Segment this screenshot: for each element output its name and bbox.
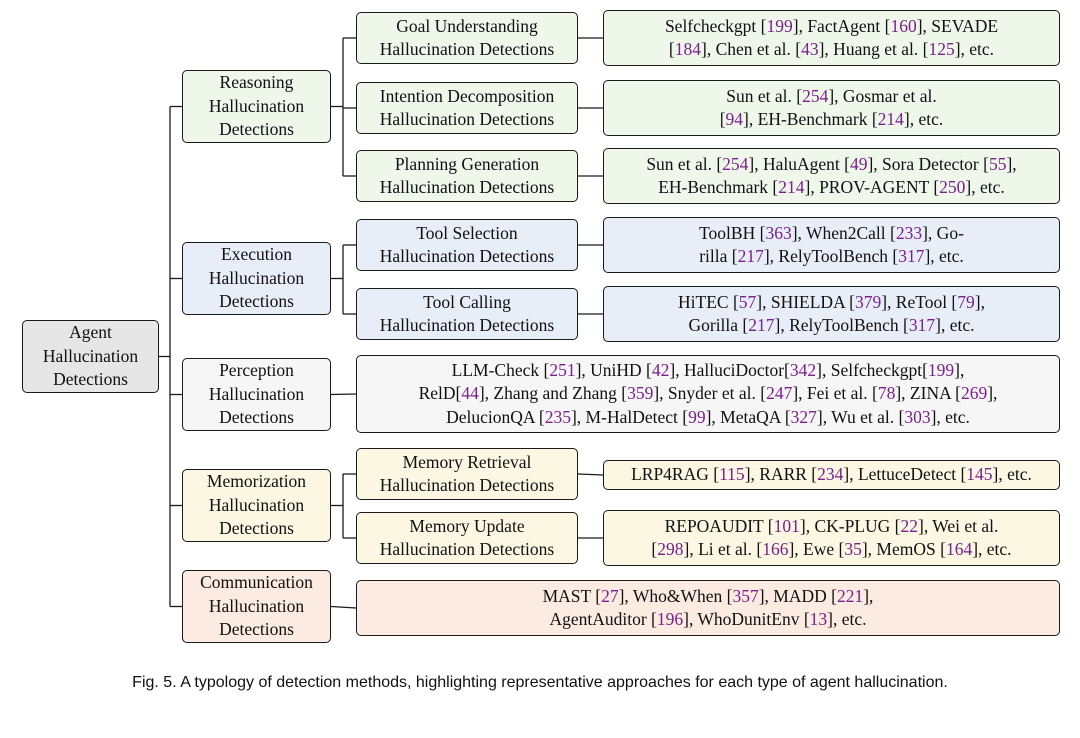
citation-number: 199 bbox=[927, 359, 955, 380]
methods-memorization-2: REPOAUDIT [101], CK-PLUG [22], Wei et al… bbox=[603, 510, 1060, 566]
leaf-connector bbox=[577, 473, 604, 476]
citation-number: 233 bbox=[895, 222, 923, 243]
citation-number: 254 bbox=[802, 85, 829, 106]
citation-number: 250 bbox=[939, 177, 966, 197]
citation-number: 43 bbox=[801, 39, 819, 59]
methods-communication-label: MAST [27], Who&When [357], MADD [221],Ag… bbox=[542, 585, 874, 630]
methods-execution-1-label: ToolBH [363], When2Call [233], Go-rilla … bbox=[699, 222, 964, 267]
citation-number: 199 bbox=[766, 15, 793, 36]
citation-number: 164 bbox=[945, 539, 973, 559]
citation-number: 247 bbox=[766, 383, 793, 404]
methods-execution-2-label: HiTEC [57], SHIELDA [379], ReTool [79],G… bbox=[678, 291, 985, 336]
methods-reasoning-2-label: Sun et al. [254], Gosmar et al.[94], EH-… bbox=[719, 85, 944, 130]
methods-perception-label: LLM-Check [251], UniHD [42], HalluciDoct… bbox=[418, 359, 998, 427]
citation-number: 94 bbox=[725, 109, 744, 129]
citation-number: 42 bbox=[651, 359, 670, 380]
citation-number: 166 bbox=[762, 539, 789, 559]
citation-number: 235 bbox=[544, 406, 571, 427]
citation-number: 379 bbox=[854, 291, 882, 312]
citation-number: 298 bbox=[657, 539, 684, 559]
citation-number: 160 bbox=[890, 15, 917, 36]
citation-number: 269 bbox=[960, 383, 988, 404]
methods-memorization-1-label: LRP4RAG [115], RARR [234], LettuceDetect… bbox=[631, 464, 1032, 485]
citation-number: 99 bbox=[688, 406, 706, 427]
citation-number: 214 bbox=[877, 109, 904, 129]
methods-memorization-2-label: REPOAUDIT [101], CK-PLUG [22], Wei et al… bbox=[651, 515, 1012, 560]
citation-number: 57 bbox=[738, 291, 757, 312]
citation-number: 234 bbox=[817, 464, 844, 485]
leaf-connector bbox=[330, 605, 357, 609]
citation-number: 13 bbox=[809, 609, 828, 629]
citation-number: 254 bbox=[722, 153, 749, 174]
citation-number: 221 bbox=[836, 585, 864, 606]
citation-number: 303 bbox=[904, 406, 931, 427]
citation-number: 357 bbox=[732, 585, 759, 606]
citation-number: 44 bbox=[461, 383, 479, 404]
citation-number: 196 bbox=[656, 609, 684, 629]
citation-number: 327 bbox=[790, 406, 817, 427]
methods-execution-1: ToolBH [363], When2Call [233], Go-rilla … bbox=[603, 217, 1060, 273]
methods-communication: MAST [27], Who&When [357], MADD [221],Ag… bbox=[356, 580, 1060, 636]
citation-number: 342 bbox=[789, 359, 817, 380]
citation-number: 145 bbox=[966, 464, 993, 485]
citation-number: 55 bbox=[988, 153, 1007, 174]
citation-number: 79 bbox=[957, 291, 975, 312]
methods-execution-2: HiTEC [57], SHIELDA [379], ReTool [79],G… bbox=[603, 286, 1060, 342]
citation-number: 363 bbox=[765, 222, 792, 243]
methods-reasoning-2: Sun et al. [254], Gosmar et al.[94], EH-… bbox=[603, 80, 1060, 136]
citation-number: 115 bbox=[719, 464, 745, 485]
citation-number: 317 bbox=[898, 246, 925, 266]
citation-number: 49 bbox=[849, 153, 868, 174]
leaf-connector bbox=[330, 393, 357, 396]
citation-number: 317 bbox=[908, 315, 936, 335]
figure-caption: Fig. 5. A typology of detection methods,… bbox=[132, 674, 948, 691]
methods-perception: LLM-Check [251], UniHD [42], HalluciDoct… bbox=[356, 355, 1060, 433]
citation-number: 214 bbox=[778, 177, 805, 197]
citation-number: 22 bbox=[900, 515, 919, 536]
citation-number: 217 bbox=[748, 315, 775, 335]
citation-number: 78 bbox=[877, 383, 896, 404]
citation-number: 184 bbox=[674, 39, 701, 59]
citation-number: 125 bbox=[928, 39, 955, 59]
citation-number: 217 bbox=[737, 246, 764, 266]
methods-reasoning-3-label: Sun et al. [254], HaluAgent [49], Sora D… bbox=[646, 153, 1017, 198]
citation-number: 359 bbox=[627, 383, 654, 404]
citation-number: 27 bbox=[601, 585, 619, 606]
methods-reasoning-1: Selfcheckgpt [199], FactAgent [160], SEV… bbox=[603, 10, 1060, 66]
methods-memorization-1: LRP4RAG [115], RARR [234], LettuceDetect… bbox=[603, 460, 1060, 490]
citation-number: 101 bbox=[773, 515, 800, 536]
citation-number: 35 bbox=[844, 539, 862, 559]
methods-reasoning-3: Sun et al. [254], HaluAgent [49], Sora D… bbox=[603, 148, 1060, 204]
methods-reasoning-1-label: Selfcheckgpt [199], FactAgent [160], SEV… bbox=[664, 15, 999, 60]
citation-number: 251 bbox=[549, 359, 576, 380]
